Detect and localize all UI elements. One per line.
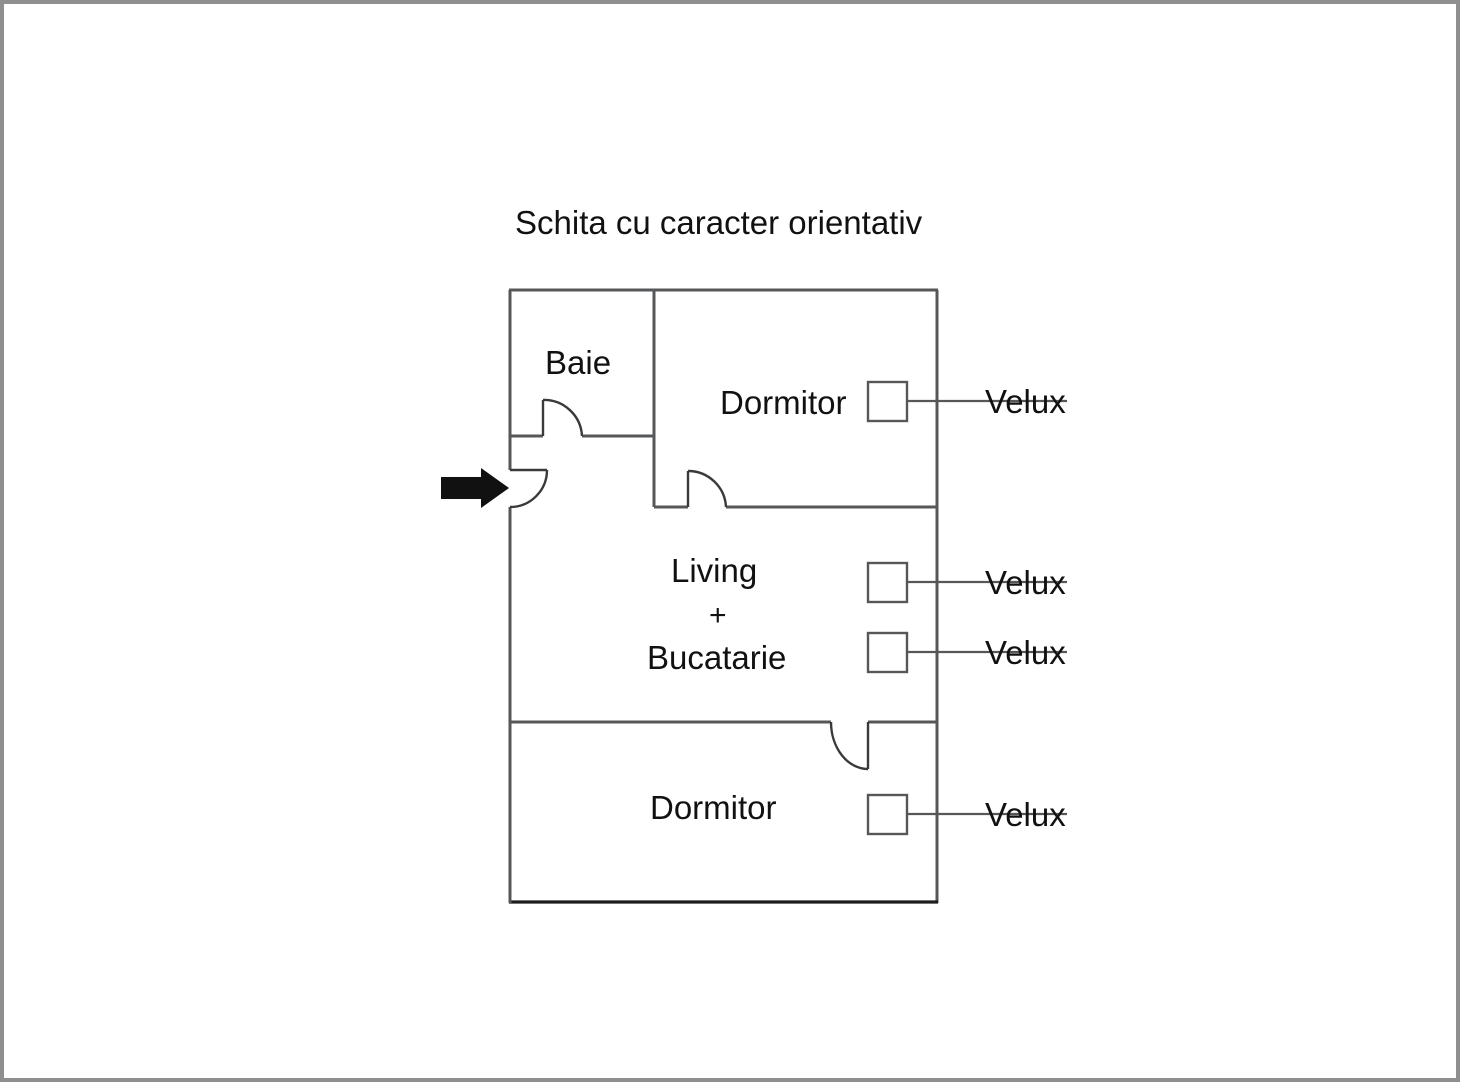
entrance-arrow-icon: [441, 468, 509, 508]
room-label-bucatarie: Bucatarie: [647, 639, 786, 676]
floorplan-drawing: Schita cu caracter orientativ Baie: [441, 204, 1067, 904]
velux-symbol-2: [866, 561, 909, 604]
velux-symbol-1: [866, 380, 909, 423]
velux-symbol-4: [866, 793, 909, 836]
velux-label-4: Velux: [985, 796, 1066, 833]
room-label-plus: +: [709, 599, 727, 632]
door-arc-baie: [542, 398, 584, 437]
room-label-dormitor-top: Dormitor: [720, 384, 847, 421]
velux-label-3: Velux: [985, 634, 1066, 671]
room-label-dormitor-bottom: Dormitor: [650, 789, 777, 826]
velux-label-1: Velux: [985, 383, 1066, 420]
room-label-baie: Baie: [545, 344, 611, 381]
door-arc-dormitor-bottom: [829, 721, 869, 771]
door-arc-entrance: [509, 469, 549, 509]
room-label-living: Living: [671, 552, 757, 589]
velux-label-2: Velux: [985, 564, 1066, 601]
page-title: Schita cu caracter orientativ: [515, 204, 923, 241]
door-arc-dormitor-top: [687, 469, 728, 508]
velux-symbol-3: [866, 631, 909, 674]
